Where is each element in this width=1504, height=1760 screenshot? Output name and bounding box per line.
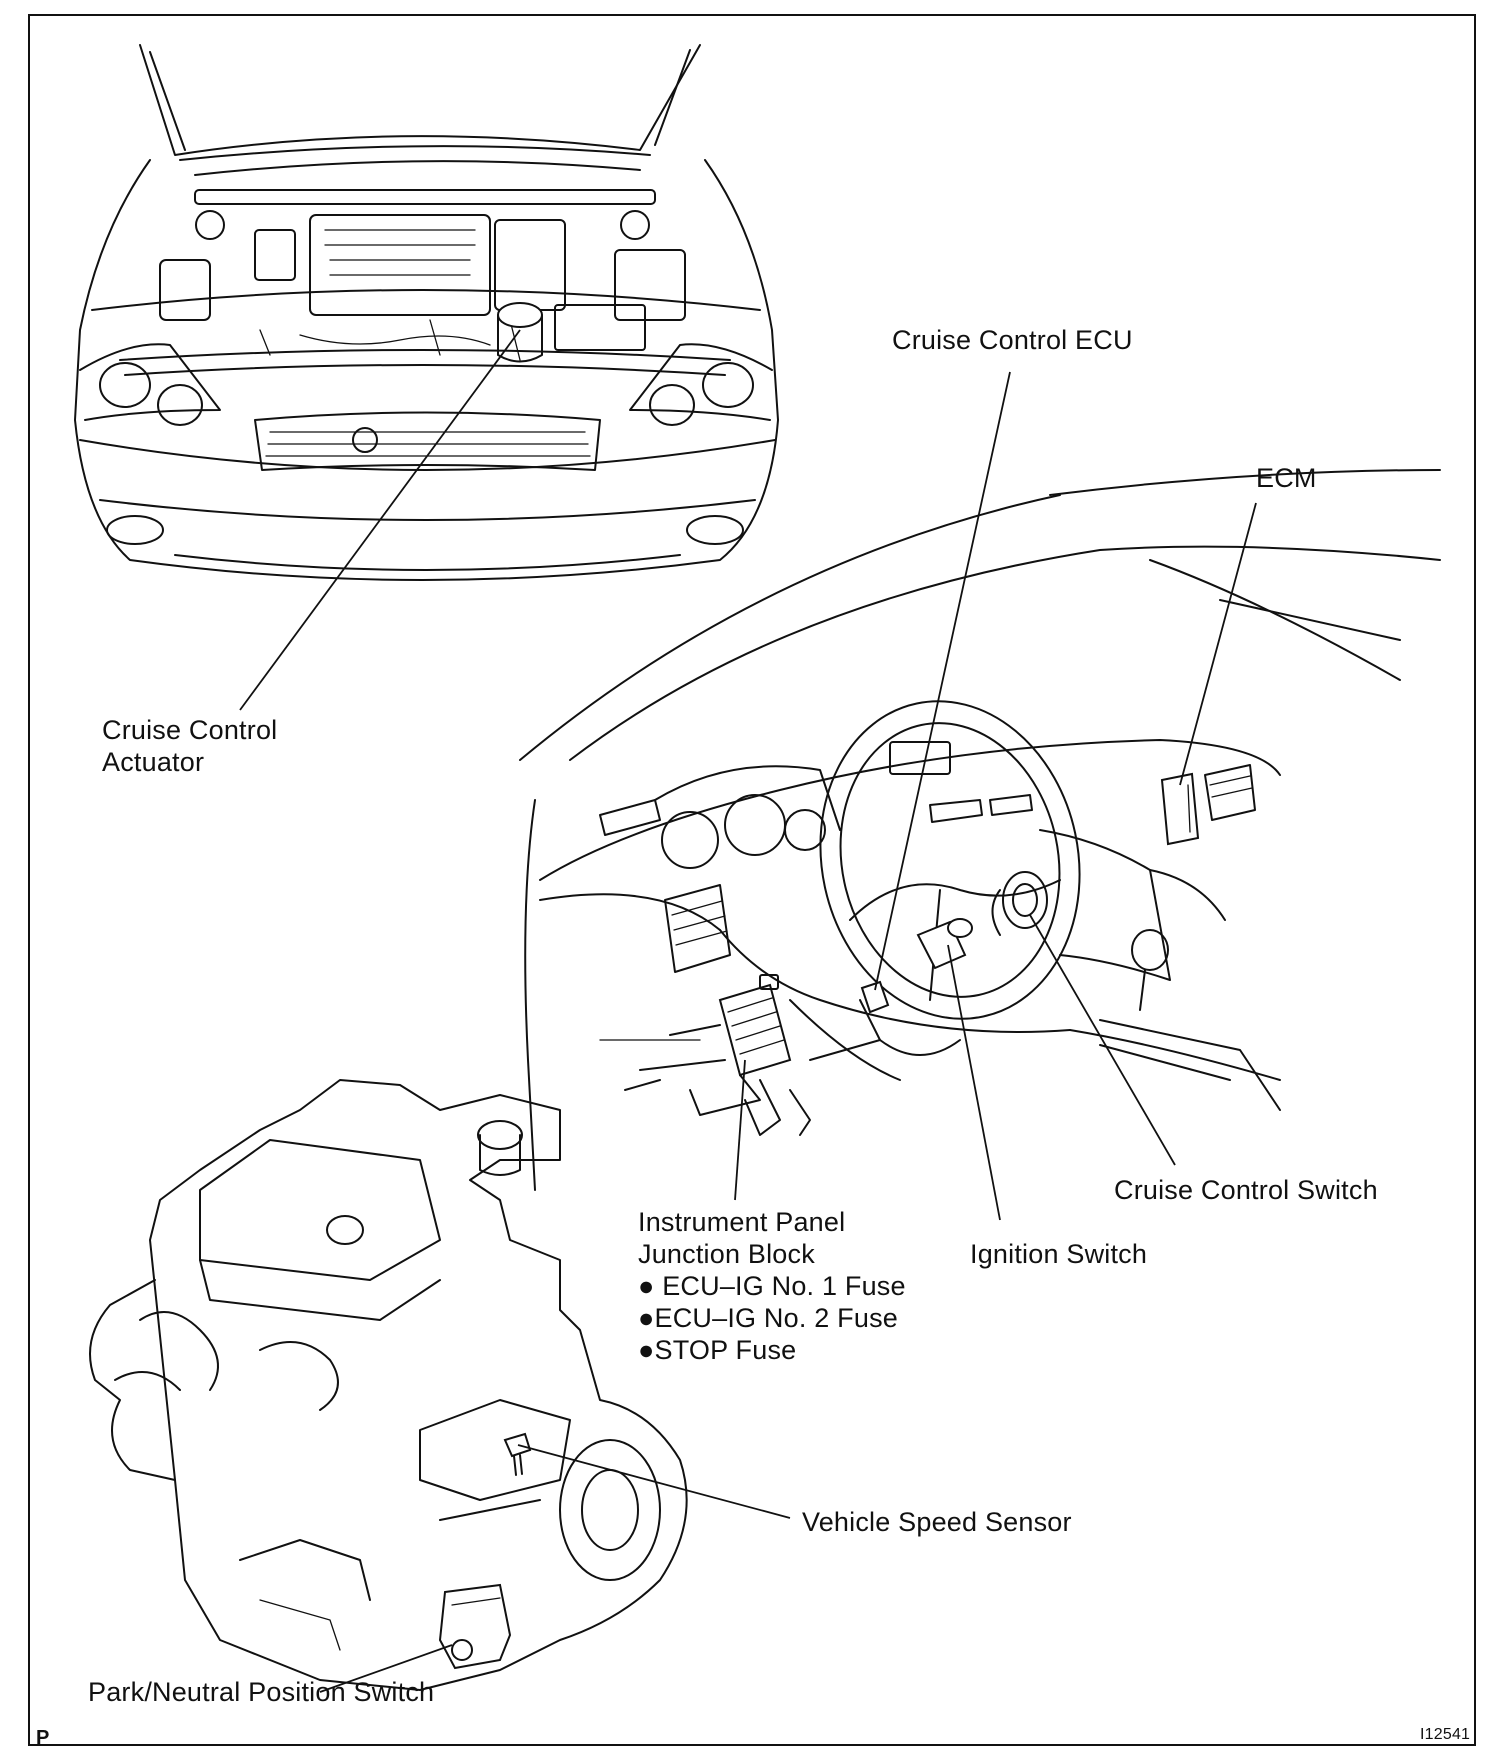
label-junction-block: Junction Block	[638, 1239, 815, 1269]
label-cruise-control-switch: Cruise Control Switch	[1114, 1175, 1378, 1205]
label-instrument-panel: Instrument Panel	[638, 1207, 846, 1237]
diagram-frame	[28, 14, 1476, 1746]
label-ignition-switch: Ignition Switch	[970, 1239, 1148, 1269]
label-fuse-stop: ●STOP Fuse	[638, 1335, 797, 1365]
label-fuse-ecu-ig-1: ● ECU–IG No. 1 Fuse	[638, 1271, 906, 1301]
car-front-engine-bay-illustration	[74, 44, 779, 581]
figure-id: I12541	[1420, 1726, 1471, 1743]
label-cruise-control-actuator-line2: Actuator	[102, 747, 205, 777]
label-cruise-control-actuator-line1: Cruise Control	[102, 715, 278, 745]
label-park-neutral-position-switch: Park/Neutral Position Switch	[88, 1677, 435, 1707]
dashboard-interior-illustration	[519, 469, 1441, 1191]
transmission-illustration	[89, 1079, 688, 1691]
leader-lines	[239, 329, 1257, 1693]
label-vehicle-speed-sensor: Vehicle Speed Sensor	[802, 1507, 1072, 1537]
page-letter: P	[36, 1727, 50, 1749]
label-ecm: ECM	[1256, 463, 1317, 493]
label-fuse-ecu-ig-2: ●ECU–IG No. 2 Fuse	[638, 1303, 898, 1333]
label-cruise-control-ecu: Cruise Control ECU	[892, 325, 1133, 355]
